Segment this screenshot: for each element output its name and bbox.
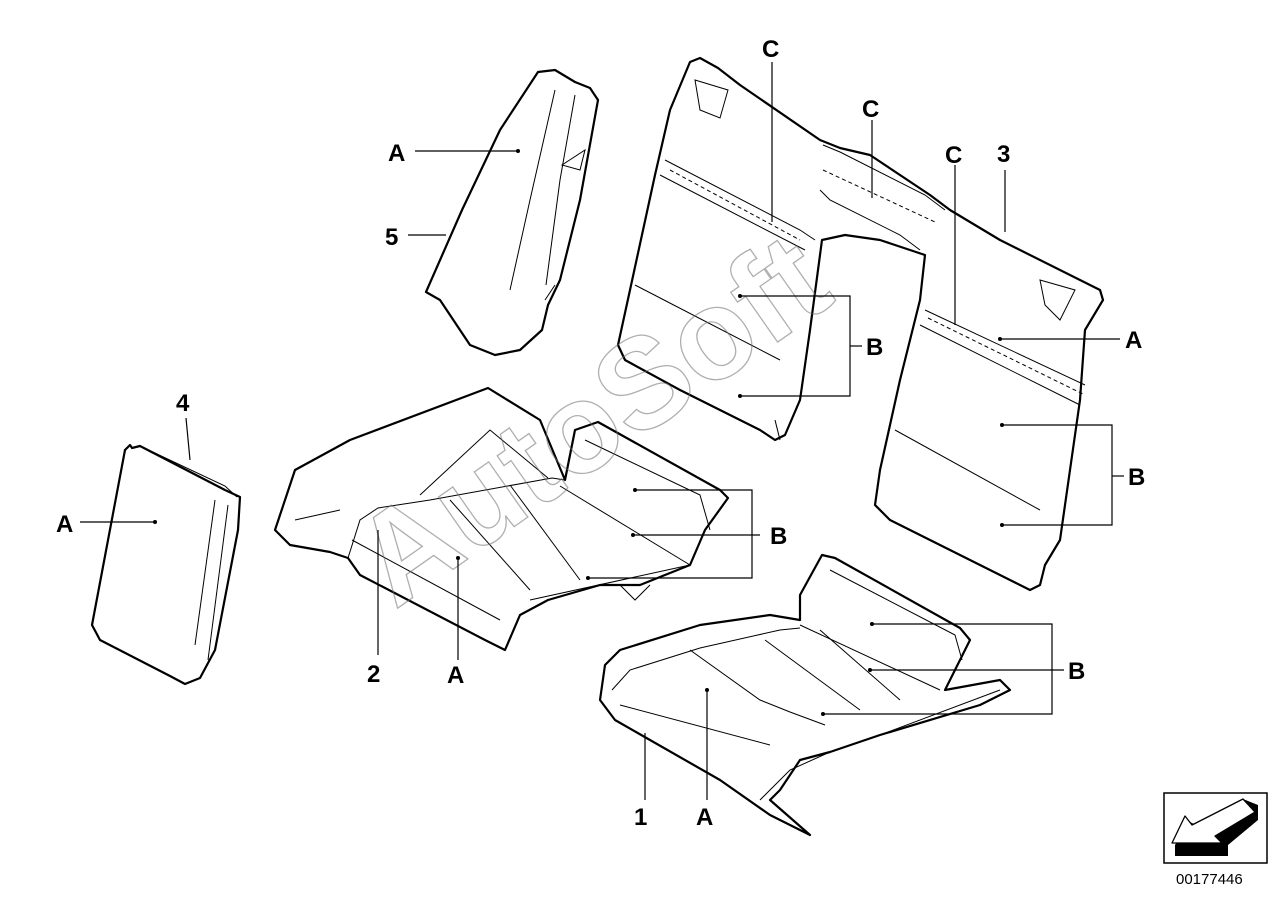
part-2-seat-cushion[interactable] bbox=[273, 386, 730, 652]
label-part-3: 3 bbox=[997, 141, 1010, 168]
diagram-number: 00177446 bbox=[1176, 871, 1243, 888]
label-part-4: 4 bbox=[176, 390, 190, 417]
label-a-part-1: A bbox=[696, 804, 713, 831]
part-5-side-bolster[interactable] bbox=[424, 68, 600, 357]
arrow-down-left-icon bbox=[1171, 798, 1258, 856]
part-4-side-pad[interactable] bbox=[90, 443, 242, 686]
label-a-part-3: A bbox=[1125, 327, 1142, 354]
part-3-backrest[interactable] bbox=[616, 56, 1105, 592]
label-c-right: C bbox=[945, 142, 962, 169]
label-part-1: 1 bbox=[634, 804, 647, 831]
callout-labels: A 5 4 A 2 A 1 A C C C 3 A B B B B bbox=[56, 36, 1145, 831]
label-a-part-5: A bbox=[388, 140, 405, 167]
part-1-seat-cushion[interactable] bbox=[598, 553, 1012, 837]
label-a-part-4: A bbox=[56, 511, 73, 538]
orientation-box bbox=[1163, 792, 1268, 864]
label-c-center: C bbox=[862, 96, 879, 123]
label-part-2: 2 bbox=[367, 661, 380, 688]
label-b-backrest-left: B bbox=[866, 334, 883, 361]
label-c-left: C bbox=[762, 36, 779, 63]
label-b-cushion-2: B bbox=[770, 523, 787, 550]
leader-dots bbox=[153, 149, 1004, 716]
label-b-cushion-1: B bbox=[1068, 658, 1085, 685]
label-a-part-2: A bbox=[447, 662, 464, 689]
label-part-5: 5 bbox=[385, 224, 398, 251]
leader-lines bbox=[80, 62, 1124, 800]
label-b-backrest-right: B bbox=[1128, 464, 1145, 491]
